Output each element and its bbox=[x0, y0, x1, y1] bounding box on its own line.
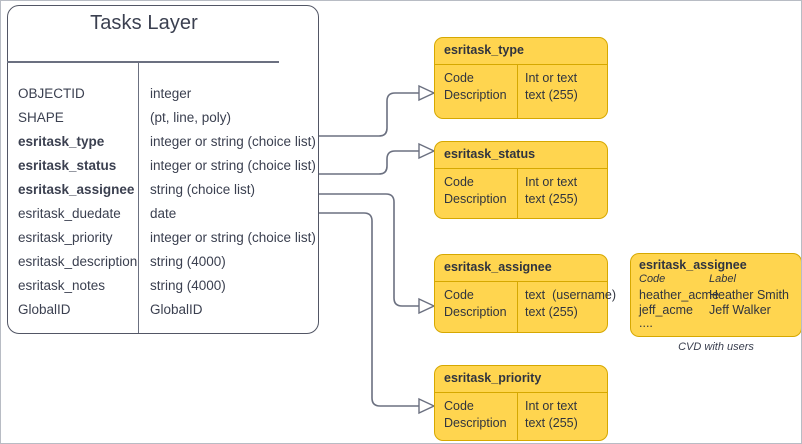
field-row: esritask_notes string (4000) bbox=[8, 274, 320, 298]
field-row: GlobalID GlobalID bbox=[8, 298, 320, 322]
domain-header-divider bbox=[435, 392, 607, 394]
arrowhead-esritask-assignee bbox=[418, 297, 436, 315]
domain-column-divider bbox=[517, 168, 519, 218]
field-row: SHAPE (pt, line, poly) bbox=[8, 106, 320, 130]
field-row: esritask_type integer or string (choice … bbox=[8, 130, 320, 154]
field-type: integer or string (choice list) bbox=[150, 134, 316, 149]
arrowhead-esritask-status bbox=[418, 142, 436, 160]
arrowhead-esritask-type bbox=[418, 84, 436, 102]
connector-esritask-priority bbox=[319, 212, 419, 407]
domain-type-description: text (255) bbox=[525, 88, 578, 102]
field-row: esritask_duedate date bbox=[8, 202, 320, 226]
domain-title: esritask_status bbox=[444, 147, 536, 161]
entity-header-divider bbox=[7, 61, 279, 63]
field-row: esritask_assignee string (choice list) bbox=[8, 178, 320, 202]
domain-field-description: Description bbox=[444, 305, 507, 319]
cvd-row-code: jeff_acme bbox=[639, 303, 693, 317]
domain-field-types: Int or text text (255) bbox=[525, 174, 578, 208]
field-type: string (choice list) bbox=[150, 182, 256, 197]
domain-field-types: Int or text text (255) bbox=[525, 70, 578, 104]
domain-field-code: Code bbox=[444, 399, 474, 413]
cvd-row-label: Heather Smith bbox=[709, 288, 789, 302]
arrowhead-esritask-priority bbox=[418, 397, 436, 415]
domain-field-description: Description bbox=[444, 192, 507, 206]
field-type: date bbox=[150, 206, 177, 221]
domain-title: esritask_type bbox=[444, 43, 524, 57]
field-row: esritask_description string (4000) bbox=[8, 250, 320, 274]
domain-type-code: Int or text bbox=[525, 71, 578, 85]
domain-field-description: Description bbox=[444, 416, 507, 430]
domain-field-types: text (username) text (255) bbox=[525, 287, 616, 321]
field-name: GlobalID bbox=[18, 302, 71, 317]
field-name: esritask_notes bbox=[18, 278, 106, 293]
domain-type-description: text (255) bbox=[525, 416, 578, 430]
field-row: OBJECTID integer bbox=[8, 82, 320, 106]
domain-header-divider bbox=[435, 168, 607, 170]
field-type: (pt, line, poly) bbox=[150, 110, 232, 125]
domain-column-divider bbox=[517, 64, 519, 118]
domain-type-description: text (255) bbox=[525, 305, 578, 319]
field-type: integer or string (choice list) bbox=[150, 230, 316, 245]
field-type: string (4000) bbox=[150, 278, 226, 293]
domain-field-code: Code bbox=[444, 288, 474, 302]
field-name: esritask_priority bbox=[18, 230, 113, 245]
cvd-caption: CVD with users bbox=[678, 341, 754, 353]
field-type: integer bbox=[150, 86, 192, 101]
domain-column-divider bbox=[517, 281, 519, 332]
domain-field-types: Int or text text (255) bbox=[525, 398, 578, 432]
domain-type-code: Int or text bbox=[525, 399, 578, 413]
cvd-title: esritask_assignee bbox=[639, 258, 747, 272]
field-type: integer or string (choice list) bbox=[150, 158, 316, 173]
domain-field-code: Code bbox=[444, 71, 474, 85]
cvd-header-label: Label bbox=[709, 273, 736, 285]
field-name: esritask_status bbox=[18, 158, 117, 173]
entity-column-divider bbox=[138, 62, 140, 333]
connector-esritask-assignee bbox=[319, 193, 419, 307]
domain-column-divider bbox=[517, 392, 519, 440]
connector-esritask-status bbox=[319, 150, 419, 175]
field-name: esritask_type bbox=[18, 134, 105, 149]
cvd-header-code: Code bbox=[639, 273, 666, 285]
connector-esritask-type bbox=[319, 92, 419, 137]
domain-header-divider bbox=[435, 64, 607, 66]
cvd-row-label: Jeff Walker bbox=[709, 303, 771, 317]
cvd-row-code: heather_acme bbox=[639, 288, 719, 302]
field-name: esritask_description bbox=[18, 254, 138, 269]
coded-value-domain-box: esritask_assignee Code Label heather_acm… bbox=[630, 253, 801, 337]
domain-header-divider bbox=[435, 281, 607, 283]
field-type: string (4000) bbox=[150, 254, 226, 269]
domain-type-code: text (username) bbox=[525, 288, 617, 302]
cvd-row-code: .... bbox=[639, 316, 653, 330]
field-name: OBJECTID bbox=[18, 86, 85, 101]
field-row: esritask_priority integer or string (cho… bbox=[8, 226, 320, 250]
page-title: Tasks Layer bbox=[90, 12, 198, 34]
field-row: esritask_status integer or string (choic… bbox=[8, 154, 320, 178]
field-name: esritask_duedate bbox=[18, 206, 121, 221]
tasks-layer-entity: Tasks Layer OBJECTID integer SHAPE (pt, … bbox=[7, 5, 319, 334]
domain-field-description: Description bbox=[444, 88, 507, 102]
domain-title: esritask_assignee bbox=[444, 260, 552, 274]
field-name: esritask_assignee bbox=[18, 182, 135, 197]
domain-title: esritask_priority bbox=[444, 371, 542, 385]
field-type: GlobalID bbox=[150, 302, 203, 317]
domain-field-code: Code bbox=[444, 175, 474, 189]
field-name: SHAPE bbox=[18, 110, 64, 125]
domain-type-description: text (255) bbox=[525, 192, 578, 206]
domain-type-code: Int or text bbox=[525, 175, 578, 189]
